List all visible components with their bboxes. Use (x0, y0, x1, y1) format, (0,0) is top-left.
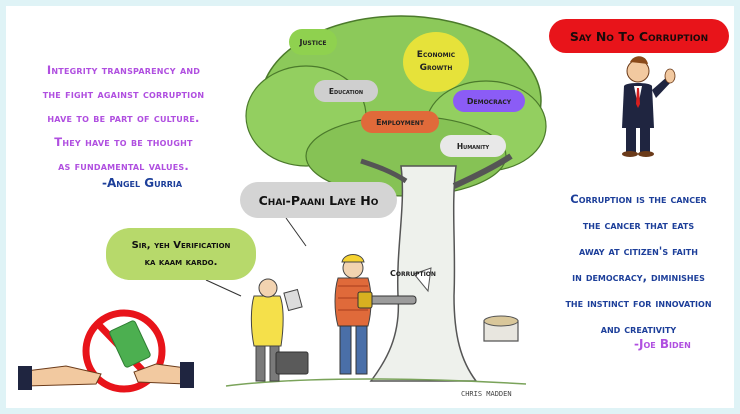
gurria-author: -Angel Gurria (102, 176, 183, 190)
chai-paani-speech-bubble: Chai-Paani Laye Ho (240, 182, 397, 218)
economic-growth-bubble: Economic Growth (403, 32, 469, 92)
chainsaw-corruption-label: Corruption (390, 269, 436, 278)
economic-growth-text: Economic Growth (417, 49, 455, 75)
verification-speech-bubble: Sir, yeh Verification ka kaam kardo. (106, 228, 256, 280)
biden-quote: Corruption is the cancer the cancer that… (531, 186, 734, 342)
growth-label: Growth (419, 63, 453, 73)
verification-line-2: ka kaam kardo. (144, 257, 218, 268)
businessman-stop-figure (622, 56, 676, 157)
poster-canvas: Integrity transparency and the fight aga… (6, 6, 734, 408)
humanity-bubble: Humanity (440, 135, 506, 157)
gurria-quote: Integrity transparency and the fight aga… (6, 58, 241, 178)
democracy-bubble: Democracy (453, 90, 525, 112)
economic-label: Economic (416, 50, 456, 60)
employment-bubble: Employment (361, 111, 439, 133)
lumberjack-figure (334, 254, 417, 375)
verification-text: Sir, yeh Verification ka kaam kardo. (132, 237, 231, 271)
chai-bubble-tail (285, 217, 307, 247)
ground-line (225, 378, 527, 387)
quote-line: Corruption is the cancer (570, 192, 707, 206)
tree-stump (483, 315, 519, 342)
quote-line: the instinct for innovation (565, 296, 712, 310)
justice-bubble: Justice (289, 29, 337, 55)
quote-line: away at citizen's faith (579, 244, 698, 258)
sir-bubble-tail (205, 279, 242, 297)
quote-line: They have to be thought (54, 135, 193, 149)
no-bribe-sign (18, 309, 194, 393)
say-no-banner: Say No To Corruption (549, 19, 729, 53)
quote-line: have to be part of culture. (47, 111, 200, 125)
quote-line: Integrity transparency and (46, 63, 201, 77)
artist-signature: CHRIS MADDEN (461, 390, 512, 398)
biden-author: -Joe Biden (634, 337, 691, 351)
education-bubble: Education (314, 80, 378, 102)
quote-line: the fight against corruption (42, 87, 205, 101)
quote-line: in democracy, diminishes (572, 270, 705, 284)
verification-line-1: Sir, yeh Verification (131, 240, 231, 251)
quote-line: and creativity (600, 322, 677, 336)
cartoon-illustration (18, 15, 676, 393)
officer-figure (250, 278, 309, 382)
quote-line: the cancer that eats (582, 218, 695, 232)
quote-line: as fundamental values. (58, 159, 189, 173)
